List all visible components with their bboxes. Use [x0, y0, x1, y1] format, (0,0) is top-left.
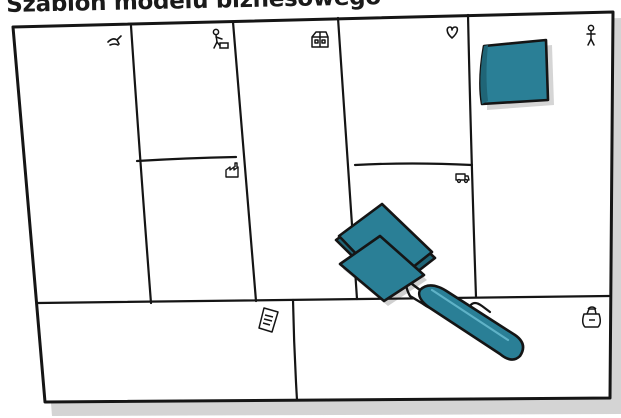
sticky-note-top-right — [480, 40, 554, 110]
